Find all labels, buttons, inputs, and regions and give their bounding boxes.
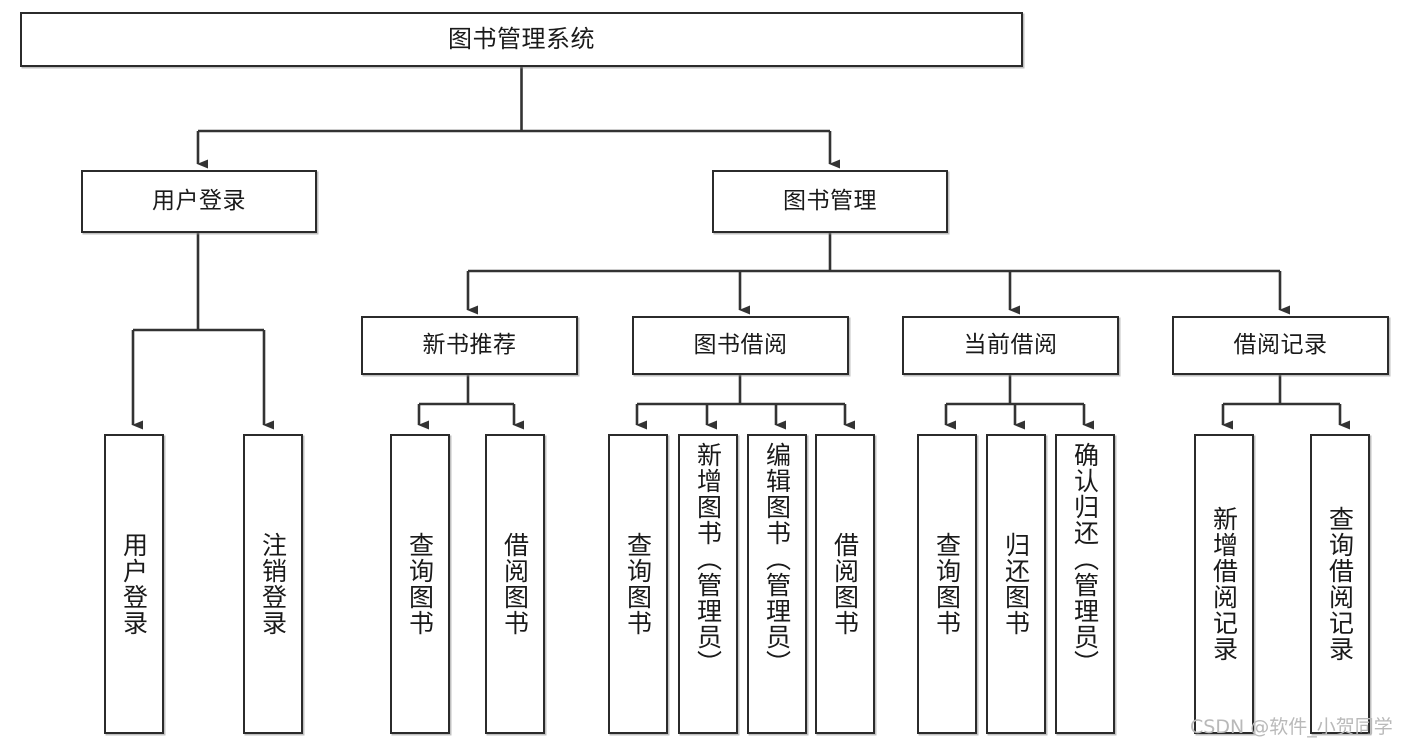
leaf-logout-login[interactable]: 注销登录 <box>243 434 303 734</box>
leaf-query-record-label: 查询借阅记录 <box>1325 506 1355 662</box>
leaf-query-book-3-label: 查询图书 <box>932 532 962 636</box>
node-borrow-record[interactable]: 借阅记录 <box>1172 316 1389 375</box>
leaf-borrow-book-1-label: 借阅图书 <box>500 532 530 636</box>
leaf-add-record[interactable]: 新增借阅记录 <box>1194 434 1254 734</box>
leaf-query-book-1[interactable]: 查询图书 <box>390 434 450 734</box>
node-root[interactable]: 图书管理系统 <box>20 12 1023 67</box>
node-user-login-label: 用户登录 <box>152 188 246 215</box>
leaf-edit-book[interactable]: 编辑图书（管理员） <box>747 434 807 734</box>
leaf-borrow-book-1[interactable]: 借阅图书 <box>485 434 545 734</box>
leaf-query-book-2-label: 查询图书 <box>623 532 653 636</box>
node-book-borrow[interactable]: 图书借阅 <box>632 316 849 375</box>
node-new-book-recommend-label: 新书推荐 <box>422 332 517 359</box>
leaf-query-book-2[interactable]: 查询图书 <box>608 434 668 734</box>
leaf-user-login-label: 用户登录 <box>119 532 149 636</box>
leaf-query-book-1-label: 查询图书 <box>405 532 435 636</box>
leaf-logout-login-label: 注销登录 <box>258 532 288 636</box>
leaf-query-record[interactable]: 查询借阅记录 <box>1310 434 1370 734</box>
leaf-query-book-3[interactable]: 查询图书 <box>917 434 977 734</box>
node-book-manage-label: 图书管理 <box>783 188 877 215</box>
leaf-add-book-label: 新增图书（管理员） <box>693 442 723 676</box>
leaf-borrow-book-2[interactable]: 借阅图书 <box>815 434 875 734</box>
node-user-login[interactable]: 用户登录 <box>81 170 317 233</box>
leaf-confirm-return-label: 确认归还（管理员） <box>1070 442 1100 676</box>
node-book-borrow-label: 图书借阅 <box>693 332 788 359</box>
leaf-add-record-label: 新增借阅记录 <box>1209 506 1239 662</box>
leaf-return-book[interactable]: 归还图书 <box>986 434 1046 734</box>
node-current-borrow-label: 当前借阅 <box>963 332 1058 359</box>
node-root-label: 图书管理系统 <box>448 24 595 53</box>
leaf-user-login[interactable]: 用户登录 <box>104 434 164 734</box>
node-new-book-recommend[interactable]: 新书推荐 <box>361 316 578 375</box>
leaf-return-book-label: 归还图书 <box>1001 532 1031 636</box>
node-book-manage[interactable]: 图书管理 <box>712 170 948 233</box>
leaf-confirm-return[interactable]: 确认归还（管理员） <box>1055 434 1115 734</box>
node-borrow-record-label: 借阅记录 <box>1233 332 1328 359</box>
leaf-edit-book-label: 编辑图书（管理员） <box>762 442 792 676</box>
leaf-add-book[interactable]: 新增图书（管理员） <box>678 434 738 734</box>
leaf-borrow-book-2-label: 借阅图书 <box>830 532 860 636</box>
node-current-borrow[interactable]: 当前借阅 <box>902 316 1119 375</box>
